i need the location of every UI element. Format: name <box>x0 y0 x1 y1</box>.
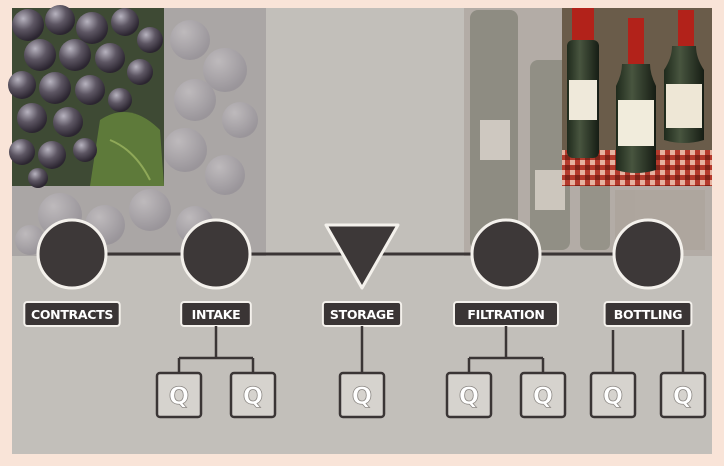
q-box-intake-2: Q <box>229 371 277 419</box>
q-connector-bottling <box>611 330 685 373</box>
stage-label-text: CONTRACTS <box>31 307 113 322</box>
q-box-label: Q <box>243 382 263 410</box>
q-connector-filtration <box>467 326 545 373</box>
stage-label-text: INTAKE <box>192 307 241 322</box>
q-box-storage-1: Q <box>338 371 386 419</box>
stage-intake: INTAKE Q Q <box>155 218 277 419</box>
wine-bottles-photo <box>464 8 712 256</box>
stage-label-text: BOTTLING <box>614 307 682 322</box>
stage-storage: STORAGE Q <box>321 223 403 419</box>
stage-label-intake: INTAKE <box>180 301 252 327</box>
q-box-frame <box>445 371 493 419</box>
q-box-bottling-1: Q <box>589 371 637 419</box>
q-box-filtration-1: Q <box>445 371 493 419</box>
q-box-label: Q <box>603 382 623 410</box>
q-box-label: Q <box>533 382 553 410</box>
q-box-label: Q <box>352 382 372 410</box>
q-connector-intake <box>177 326 255 373</box>
q-box-label: Q <box>459 382 479 410</box>
stage-contracts: CONTRACTS <box>23 218 121 327</box>
stage-node-contracts-circle <box>36 218 108 290</box>
q-box-frame <box>229 371 277 419</box>
stage-label-contracts: CONTRACTS <box>23 301 121 327</box>
stage-label-text: FILTRATION <box>467 307 544 322</box>
stage-node-storage-triangle <box>324 223 400 290</box>
q-box-bottling-2: Q <box>659 371 707 419</box>
stage-node-bottling-circle <box>612 218 684 290</box>
q-box-frame <box>155 371 203 419</box>
stage-label-storage: STORAGE <box>321 301 403 327</box>
q-box-frame <box>338 371 386 419</box>
stage-label-bottling: BOTTLING <box>603 301 693 327</box>
q-box-filtration-2: Q <box>519 371 567 419</box>
q-box-frame <box>589 371 637 419</box>
q-box-intake-1: Q <box>155 371 203 419</box>
q-box-frame <box>519 371 567 419</box>
stage-bottling: BOTTLING Q Q <box>589 218 707 419</box>
q-box-label: Q <box>673 382 693 410</box>
grapes-photo <box>8 5 266 256</box>
stage-label-text: STORAGE <box>330 307 394 322</box>
q-box-frame <box>659 371 707 419</box>
stage-label-box <box>603 301 693 327</box>
q-box-label: Q <box>169 382 189 410</box>
stage-node-intake-circle <box>180 218 252 290</box>
stage-node-filtration-circle <box>470 218 542 290</box>
stage-label-box <box>23 301 121 327</box>
stage-filtration: FILTRATION Q Q <box>445 218 567 419</box>
stage-label-filtration: FILTRATION <box>453 301 559 327</box>
